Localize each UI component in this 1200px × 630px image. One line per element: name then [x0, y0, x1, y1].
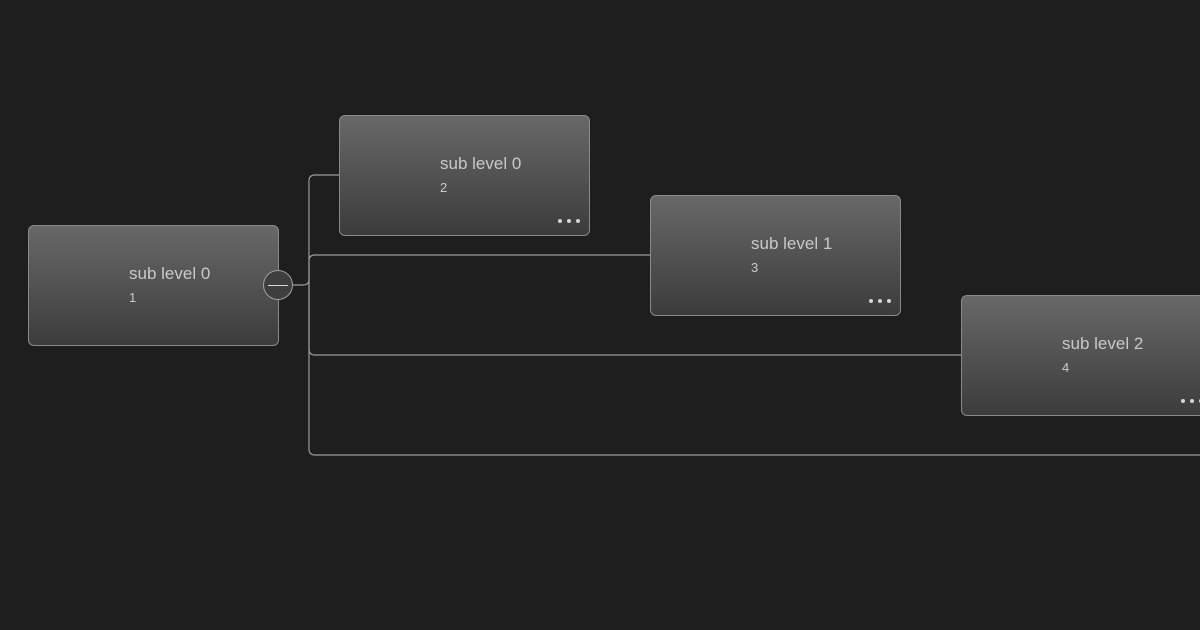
node-title: sub level 2	[1062, 334, 1144, 353]
tree-node-2[interactable]: sub level 0 2	[339, 115, 590, 236]
connector-to-node-2	[308, 174, 339, 285]
connector-root-stub	[293, 278, 310, 286]
more-options-button[interactable]	[869, 296, 891, 306]
more-dots-icon	[558, 219, 562, 223]
more-dots-icon	[1190, 399, 1194, 403]
more-dots-icon	[869, 299, 873, 303]
node-title: sub level 0	[440, 154, 522, 173]
tree-node-3[interactable]: sub level 1 3	[650, 195, 901, 316]
node-number: 3	[751, 260, 759, 275]
connector-to-node-3	[308, 254, 650, 285]
more-options-button[interactable]	[558, 216, 580, 226]
more-options-button[interactable]	[1181, 396, 1200, 406]
minus-icon	[268, 285, 288, 286]
more-dots-icon	[887, 299, 891, 303]
more-dots-icon	[576, 219, 580, 223]
collapse-toggle-button[interactable]	[263, 270, 293, 300]
node-number: 1	[129, 290, 137, 305]
node-title: sub level 0	[129, 264, 211, 283]
more-dots-icon	[1181, 399, 1185, 403]
more-dots-icon	[878, 299, 882, 303]
node-number: 2	[440, 180, 448, 195]
tree-node-1[interactable]: sub level 0 1	[28, 225, 279, 346]
tree-node-4[interactable]: sub level 2 4	[961, 295, 1200, 416]
more-dots-icon	[567, 219, 571, 223]
node-title: sub level 1	[751, 234, 833, 253]
node-number: 4	[1062, 360, 1070, 375]
